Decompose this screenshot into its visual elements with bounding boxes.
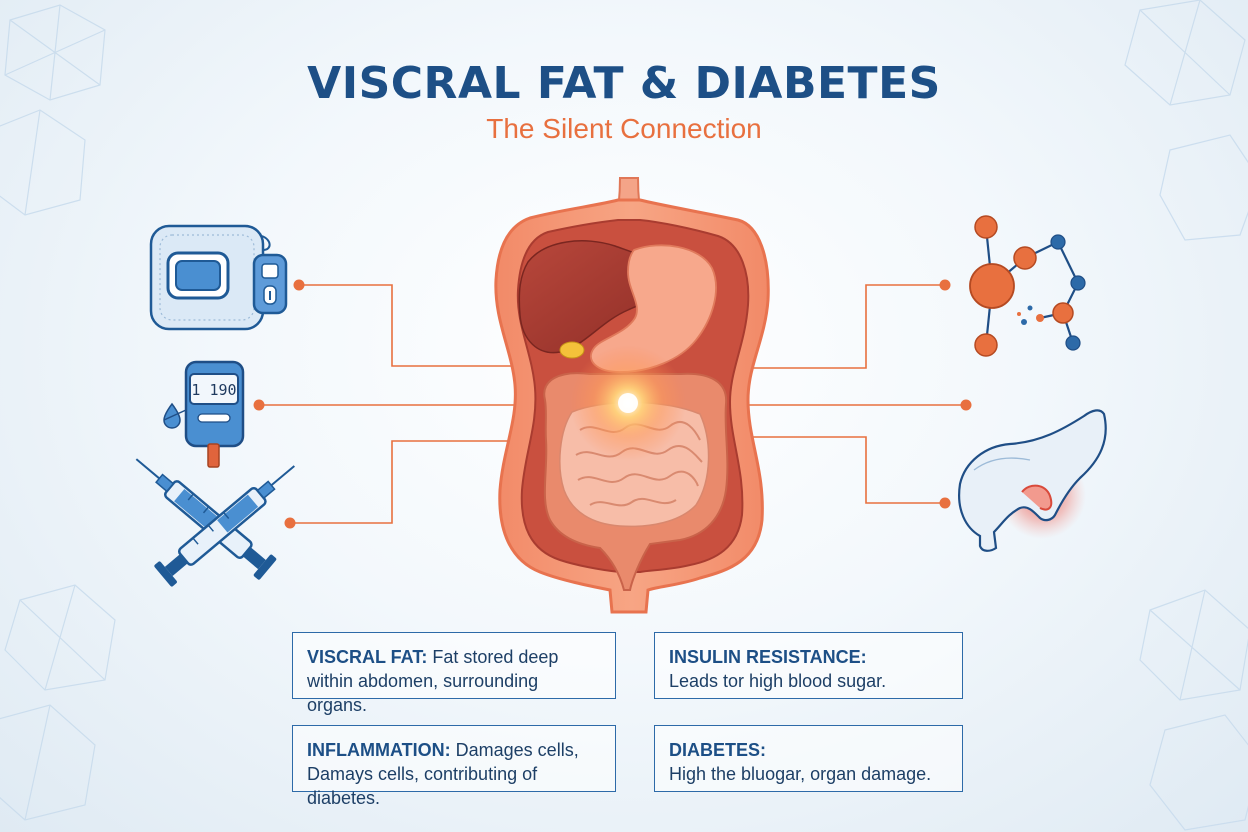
- info-text: Leads tor high blood sugar.: [669, 670, 887, 691]
- connector-dot: [939, 497, 951, 509]
- connector-pump-to-liver: [299, 284, 560, 367]
- info-text: Fat stored deep within abdomen, surround…: [307, 647, 559, 715]
- syringes-icon: [135, 458, 295, 587]
- info-text: High the bluogar, organ damage.: [669, 763, 932, 784]
- info-box-diabetes: DIABETES: High the bluogar, organ damage…: [654, 725, 963, 792]
- glucose-meter-icon: 1 190: [163, 360, 245, 468]
- abdomen-organs-icon: [494, 177, 770, 614]
- connector-dot: [939, 279, 951, 291]
- connector-dot: [284, 517, 296, 529]
- info-box-insulin-resistance: INSULIN RESISTANCE: Leads tor high blood…: [654, 632, 963, 699]
- info-box-visceral-fat: VISCRAL FAT: Fat stored deep within abdo…: [292, 632, 616, 715]
- page-title: VISCRAL FAT & DIABETES: [307, 58, 941, 109]
- info-text: Damages cells, Damays cells, contributin…: [307, 740, 579, 808]
- molecule-icon: [969, 215, 1086, 357]
- pancreas-icon: [958, 409, 1107, 552]
- connector-dot: [253, 399, 265, 411]
- info-term: INFLAMMATION:: [307, 740, 451, 760]
- info-term: INSULIN RESISTANCE:: [669, 647, 867, 667]
- connector-dot: [960, 399, 972, 411]
- insulin-pump-icon: [149, 224, 288, 331]
- connector-lines: [259, 284, 966, 524]
- connector-molecule-to-stomach: [690, 284, 945, 369]
- info-term: DIABETES:: [669, 740, 767, 760]
- connector-pancreas-to-colon: [700, 436, 945, 504]
- glucose-reading: 1 190: [191, 381, 236, 399]
- connector-dots: [253, 279, 972, 529]
- info-term: VISCRAL FAT:: [307, 647, 428, 667]
- connector-dot: [293, 279, 305, 291]
- info-box-inflammation: INFLAMMATION: Damages cells, Damays cell…: [292, 725, 616, 808]
- page-subtitle: The Silent Connection: [486, 113, 762, 144]
- connector-syringe-to-intestine: [290, 440, 560, 524]
